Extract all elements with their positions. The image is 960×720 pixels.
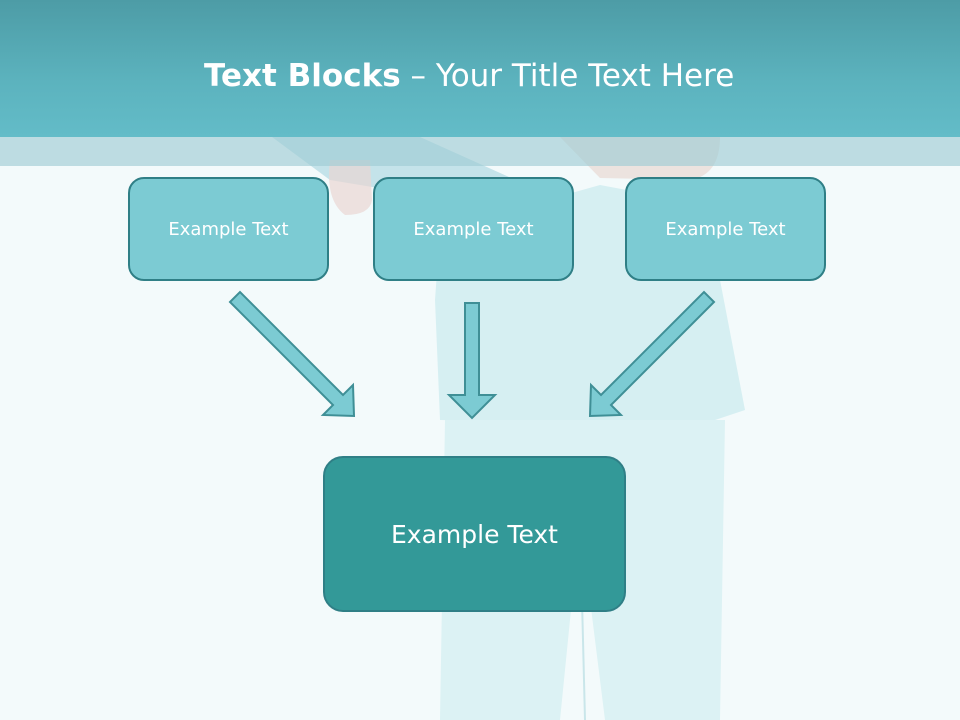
text-block-2-label: Example Text [413,218,534,240]
title-dash: – [400,58,436,94]
main-text-block-label: Example Text [391,519,558,549]
slide-title: Text Blocks – Your Title Text Here [204,52,734,100]
header-bar [0,0,960,137]
text-block-3-label: Example Text [665,218,786,240]
text-block-1[interactable]: Example Text [128,177,329,281]
arrow-center [446,302,498,420]
arrow-right [588,290,716,418]
text-block-3[interactable]: Example Text [625,177,826,281]
main-text-block[interactable]: Example Text [323,456,626,612]
text-block-1-label: Example Text [168,218,289,240]
title-rest: Your Title Text Here [435,58,735,94]
arrow-left [228,290,356,418]
header-strip [0,137,960,166]
text-block-2[interactable]: Example Text [373,177,574,281]
title-bold: Text Blocks [204,58,401,94]
